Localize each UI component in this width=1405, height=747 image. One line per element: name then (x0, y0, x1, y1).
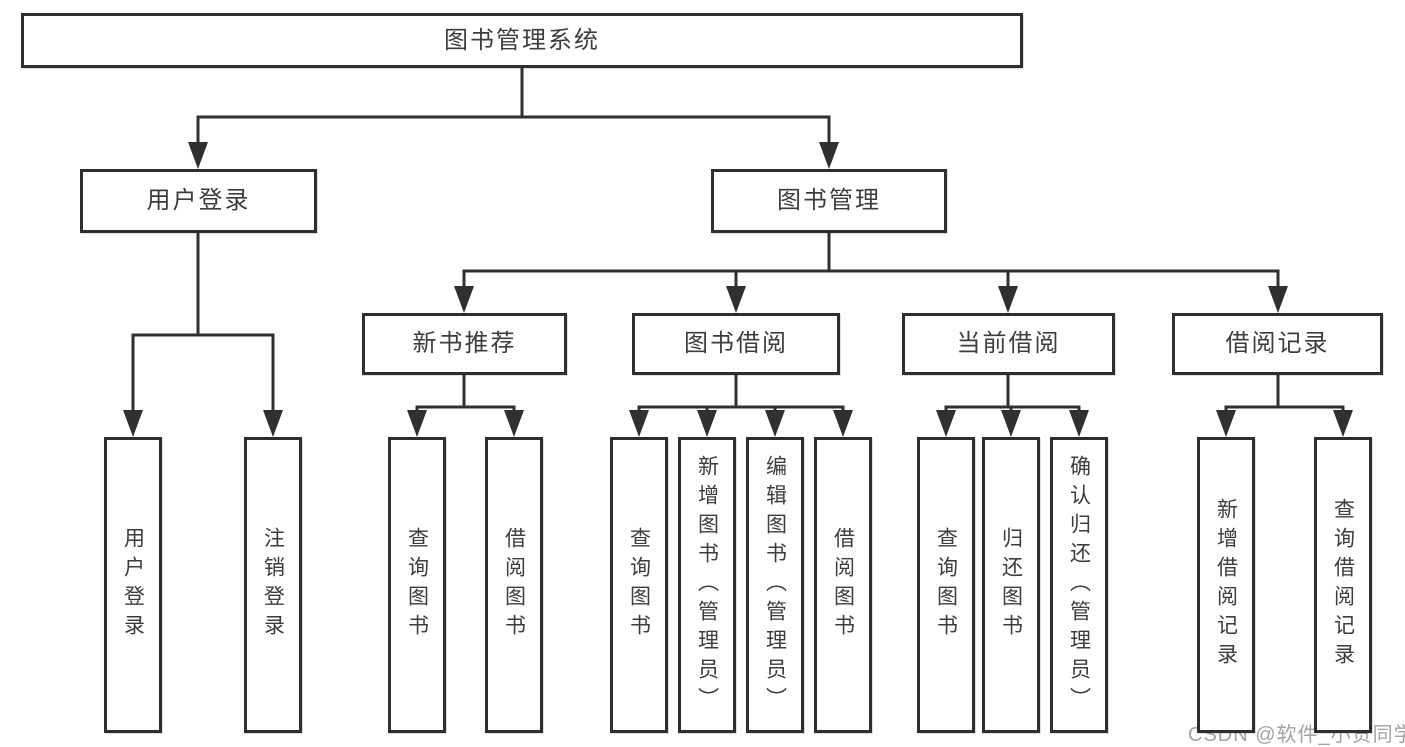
node-current-borrowing-label: 当前借阅 (956, 330, 1061, 357)
leaf-confirm-return-admin: 确认归还（管理员） (1050, 437, 1108, 733)
arrowhead-icon (454, 286, 474, 313)
node-new-book-recommend: 新书推荐 (362, 313, 567, 375)
leaf-add-books-admin: 新增图书（管理员） (678, 437, 736, 733)
node-book-management: 图书管理 (711, 169, 947, 233)
arrowhead-icon (263, 410, 283, 437)
leaf-confirm-return-admin-label: 确认归还（管理员） (1067, 454, 1091, 716)
leaf-edit-books-admin: 编辑图书（管理员） (746, 437, 804, 733)
leaf-logout: 注销登录 (244, 437, 302, 733)
leaf-query-books-borrowing: 查询图书 (610, 437, 668, 733)
arrowhead-icon (819, 142, 839, 169)
node-borrowing-records-label: 借阅记录 (1225, 330, 1330, 357)
leaf-borrow-books: 借阅图书 (814, 437, 872, 733)
node-new-book-recommend-label: 新书推荐 (412, 330, 517, 357)
arrowhead-icon (407, 410, 427, 437)
leaf-user-login-label: 用户登录 (121, 527, 145, 643)
arrowhead-icon (998, 286, 1018, 313)
node-user-login-label: 用户登录 (146, 187, 251, 214)
leaf-query-books-current-label: 查询图书 (934, 527, 958, 643)
leaf-borrow-books-recommend: 借阅图书 (485, 437, 543, 733)
leaf-user-login: 用户登录 (104, 437, 162, 733)
leaf-borrow-books-label: 借阅图书 (831, 527, 855, 643)
node-book-borrowing: 图书借阅 (632, 313, 840, 375)
node-system-root: 图书管理系统 (21, 13, 1023, 68)
arrowhead-icon (1069, 410, 1089, 437)
arrowhead-icon (697, 410, 717, 437)
leaf-borrow-books-recommend-label: 借阅图书 (502, 527, 526, 643)
leaf-query-books-recommend: 查询图书 (388, 437, 446, 733)
arrowhead-icon (833, 410, 853, 437)
leaf-return-books: 归还图书 (982, 437, 1040, 733)
node-borrowing-records: 借阅记录 (1172, 313, 1383, 375)
arrowhead-icon (765, 410, 785, 437)
node-book-management-label: 图书管理 (777, 187, 881, 214)
leaf-add-borrow-record-label: 新增借阅记录 (1214, 498, 1238, 672)
arrowhead-icon (629, 410, 649, 437)
leaf-query-books-borrowing-label: 查询图书 (627, 527, 651, 643)
arrowhead-icon (1333, 410, 1353, 437)
arrowhead-icon (123, 410, 143, 437)
node-user-login: 用户登录 (80, 169, 317, 233)
arrowhead-icon (1268, 286, 1288, 313)
arrowhead-icon (936, 410, 956, 437)
arrowhead-icon (726, 286, 746, 313)
arrowhead-icon (188, 142, 208, 169)
leaf-logout-label: 注销登录 (261, 527, 285, 643)
leaf-query-borrow-record-label: 查询借阅记录 (1331, 498, 1355, 672)
leaf-add-borrow-record: 新增借阅记录 (1197, 437, 1255, 733)
leaf-query-books-current: 查询图书 (917, 437, 975, 733)
node-book-borrowing-label: 图书借阅 (684, 330, 788, 357)
leaf-edit-books-admin-label: 编辑图书（管理员） (763, 454, 787, 716)
leaf-query-books-recommend-label: 查询图书 (405, 527, 429, 643)
leaf-return-books-label: 归还图书 (999, 527, 1023, 643)
leaf-add-books-admin-label: 新增图书（管理员） (695, 454, 719, 716)
arrowhead-icon (504, 410, 524, 437)
arrowhead-icon (1216, 410, 1236, 437)
arrowhead-icon (1001, 410, 1021, 437)
leaf-query-borrow-record: 查询借阅记录 (1314, 437, 1372, 733)
node-current-borrowing: 当前借阅 (902, 313, 1115, 375)
node-system-root-label: 图书管理系统 (444, 26, 600, 54)
